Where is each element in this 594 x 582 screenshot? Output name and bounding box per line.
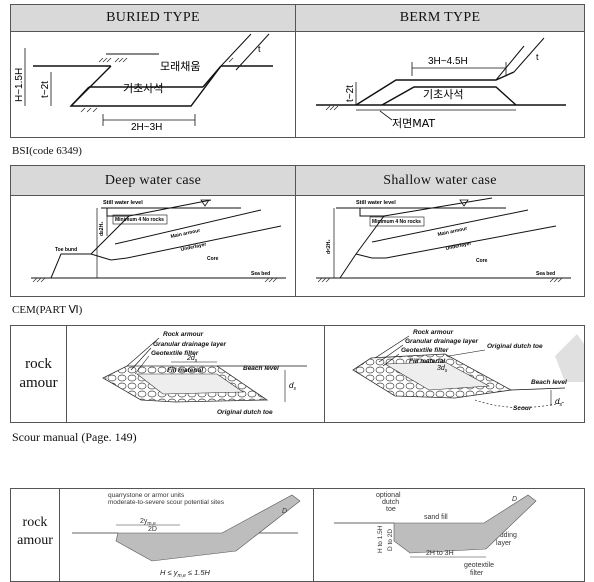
caption-cem: CEM(PART Ⅵ) — [12, 304, 83, 316]
label-divider — [66, 326, 67, 422]
label-divider — [59, 489, 60, 581]
header-buried-type: BURIED TYPE — [11, 5, 295, 32]
right-width: 2H to 3H — [426, 550, 454, 557]
right-geotextile-1: geotextile — [464, 562, 494, 569]
row-label-line-1: rock — [22, 515, 48, 530]
left-beach: Beach level — [243, 365, 279, 372]
left-note-2: moderate-to-severe scour potential sites — [108, 499, 225, 506]
row-label-line-2: amour — [19, 375, 58, 391]
buried-width-dim: 2H~3H — [131, 122, 162, 133]
right-fill: Fill material — [409, 358, 445, 365]
right-d-range: D to 2D — [387, 529, 394, 551]
berm-slope-t: t — [536, 52, 539, 62]
left-dim-top: 2ym,e — [140, 518, 156, 527]
shallow-core: Core — [476, 258, 488, 264]
column-divider — [313, 489, 314, 581]
right-optional-2: dutch — [382, 499, 399, 506]
deep-sea-bed: Sea bed — [251, 271, 270, 277]
left-toe: Original dutch toe — [217, 409, 273, 416]
right-width: 3ds — [437, 365, 448, 374]
left-rock-armour: Rock armour — [163, 331, 204, 338]
right-d-label: D — [512, 496, 517, 503]
right-rock-armour: Rock armour — [413, 329, 454, 336]
right-h-range: H to 1.5H — [377, 525, 384, 553]
deep-core: Core — [207, 256, 219, 262]
shallow-sea-bed: Sea bed — [536, 271, 555, 277]
right-optional-1: optional — [376, 492, 401, 499]
shallow-swl: Still water level — [356, 200, 396, 206]
right-depth: ds — [555, 397, 562, 408]
deep-min-rocks: Minimum 4 No rocks — [115, 217, 164, 223]
row-label-line-1: rock — [25, 356, 52, 372]
column-divider — [324, 326, 325, 422]
berm-thick-dim: t~2t — [345, 85, 356, 102]
right-geotextile: Geotextile filter — [401, 347, 449, 354]
right-scour: Scour — [513, 405, 532, 412]
left-dim-2d: 2D — [148, 526, 157, 533]
deep-depth: d≥2H₂ — [99, 222, 105, 236]
right-sand-fill: sand fill — [424, 514, 448, 521]
row-label-rock-amour: rock amour — [11, 514, 59, 550]
left-depth: ds — [289, 381, 296, 392]
caption-bsi: BSI(code 6349) — [12, 145, 82, 157]
table-deep-shallow: Deep water case Shallow water case Still… — [10, 165, 585, 297]
buried-fill-label: 모래채움 — [160, 60, 200, 73]
buried-slope-t: t — [258, 44, 261, 54]
deep-swl: Still water level — [103, 200, 143, 206]
right-orig-toe: Original dutch toe — [487, 343, 543, 350]
header-deep-water: Deep water case — [11, 166, 295, 196]
berm-mat-label: 저면MAT — [392, 117, 435, 130]
buried-core-label: 기초사석 — [123, 82, 163, 95]
left-fill: Fill material — [167, 367, 203, 374]
row-label-line-2: amour — [17, 533, 53, 548]
left-geotextile: Geotextile filter — [151, 350, 199, 357]
right-optional-3: toe — [386, 506, 396, 513]
right-bedding-2: layer — [496, 540, 512, 547]
left-drainage: Granular drainage layer — [153, 341, 226, 348]
right-geotextile-2: filter — [470, 570, 484, 577]
berm-core-label: 기초사석 — [423, 88, 463, 101]
column-divider — [295, 166, 296, 296]
scour-right-diagram: optional dutch toe sand fill bedding lay… — [334, 492, 537, 577]
left-d-label: D — [282, 508, 287, 515]
caption-scour-manual: Scour manual (Page. 149) — [12, 430, 137, 444]
deep-toe-bund: Toe bund — [55, 247, 77, 253]
left-width: 2ds — [186, 355, 198, 364]
table-rock-amour-2: rock amour quarrystone or armor units mo… — [10, 488, 585, 582]
right-drainage: Granular drainage layer — [405, 338, 478, 345]
left-formula: H ≤ ym,e ≤ 1.5H — [160, 568, 211, 579]
buried-thick-dim: t~2t — [40, 81, 51, 98]
header-shallow-water: Shallow water case — [296, 166, 584, 196]
table-buried-berm: BURIED TYPE BERM TYPE 모래채움 기초사석 t H~1.5H… — [10, 4, 585, 138]
table-rock-amour-1: rock amour Rock armour Granular drainage… — [10, 325, 585, 423]
deep-underlayer: Underlayer — [180, 242, 207, 253]
scour-left-diagram: quarrystone or armor units moderate-to-s… — [72, 492, 301, 579]
rock-armour-left-diagram: Rock armour Granular drainage layer Geot… — [102, 331, 307, 416]
shallow-water-diagram: Still water level Minimum 4 No rocks Mai… — [316, 197, 571, 283]
row-label-rock-amour: rock amour — [11, 355, 66, 393]
rock-armour-right-diagram: Rock armour Granular drainage layer Geot… — [352, 329, 584, 412]
shallow-underlayer: Underlayer — [445, 241, 472, 252]
berm-width-dim: 3H~4.5H — [428, 56, 468, 67]
deep-water-diagram: Still water level Minimum 4 No rocks Mai… — [31, 199, 286, 283]
shallow-min-rocks: Minimum 4 No rocks — [372, 219, 421, 225]
buried-type-diagram: 모래채움 기초사석 t H~1.5H t~2t 2H~3H — [14, 33, 273, 133]
shallow-depth: d<2H₂ — [326, 239, 332, 254]
left-note-1: quarrystone or armor units — [108, 492, 185, 499]
buried-height-dim: H~1.5H — [14, 68, 25, 102]
right-beach: Beach level — [531, 379, 567, 386]
header-berm-type: BERM TYPE — [296, 5, 584, 32]
column-divider — [295, 5, 296, 137]
right-bedding-1: bedding — [492, 532, 517, 539]
berm-type-diagram: 3H~4.5H 기초사석 t t~2t 저면MAT — [316, 37, 566, 130]
